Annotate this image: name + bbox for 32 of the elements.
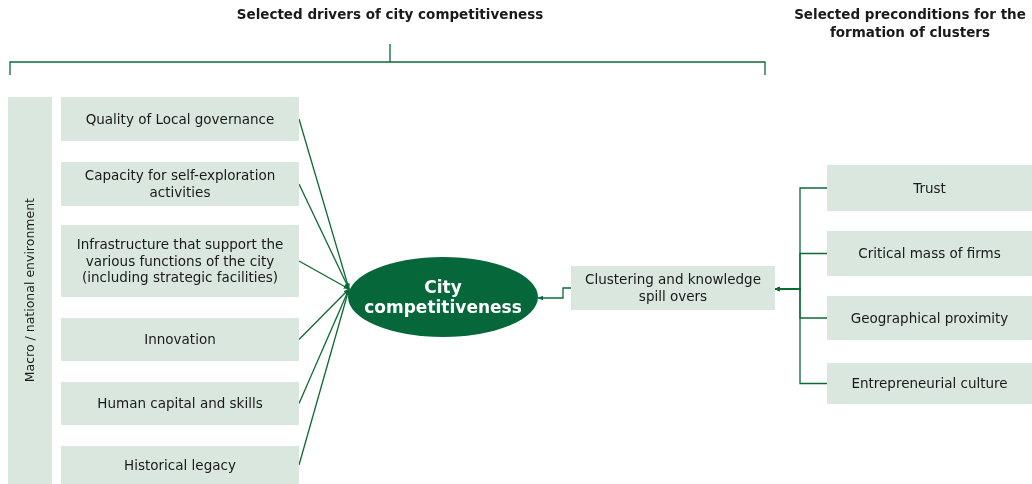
factor-box — [827, 296, 1032, 340]
ellipse-node — [348, 257, 538, 337]
environment-band — [8, 97, 52, 484]
node-text: Clustering and knowledge spill overs — [584, 271, 762, 305]
node-text: Macro / national environment — [22, 198, 38, 383]
node-text: Quality of Local governance — [85, 110, 275, 128]
node-text: Human capital and skills — [97, 395, 263, 412]
node-text: City competitiveness — [363, 276, 523, 318]
factor-box — [827, 363, 1032, 404]
node-text: Trust — [913, 179, 946, 197]
arrow — [537, 287, 572, 301]
arrow — [298, 260, 350, 290]
factor-box — [571, 266, 775, 310]
arrow — [774, 286, 828, 385]
node-text: Entrepreneurial culture — [851, 375, 1008, 392]
arrow — [298, 288, 350, 341]
factor-box — [61, 162, 299, 206]
node-text: Innovation — [144, 331, 216, 348]
heading: Selected preconditions for the formation of clusters — [793, 6, 1027, 42]
factor-box — [827, 231, 1032, 276]
node-text: Critical mass of firms — [858, 245, 1001, 262]
node-text: Capacity for self-exploration activities — [83, 167, 277, 201]
factor-box — [61, 225, 299, 297]
factor-box — [61, 382, 299, 425]
factor-box — [827, 165, 1032, 211]
node-text: Historical legacy — [124, 456, 236, 474]
heading: Selected drivers of city competitiveness — [235, 6, 545, 24]
factor-box — [61, 318, 299, 361]
factor-box — [61, 97, 299, 141]
factor-box — [61, 446, 299, 484]
node-text: Geographical proximity — [850, 309, 1009, 327]
node-text: Infrastructure that support the various functions of the city (including strategic facilities) — [75, 235, 285, 287]
